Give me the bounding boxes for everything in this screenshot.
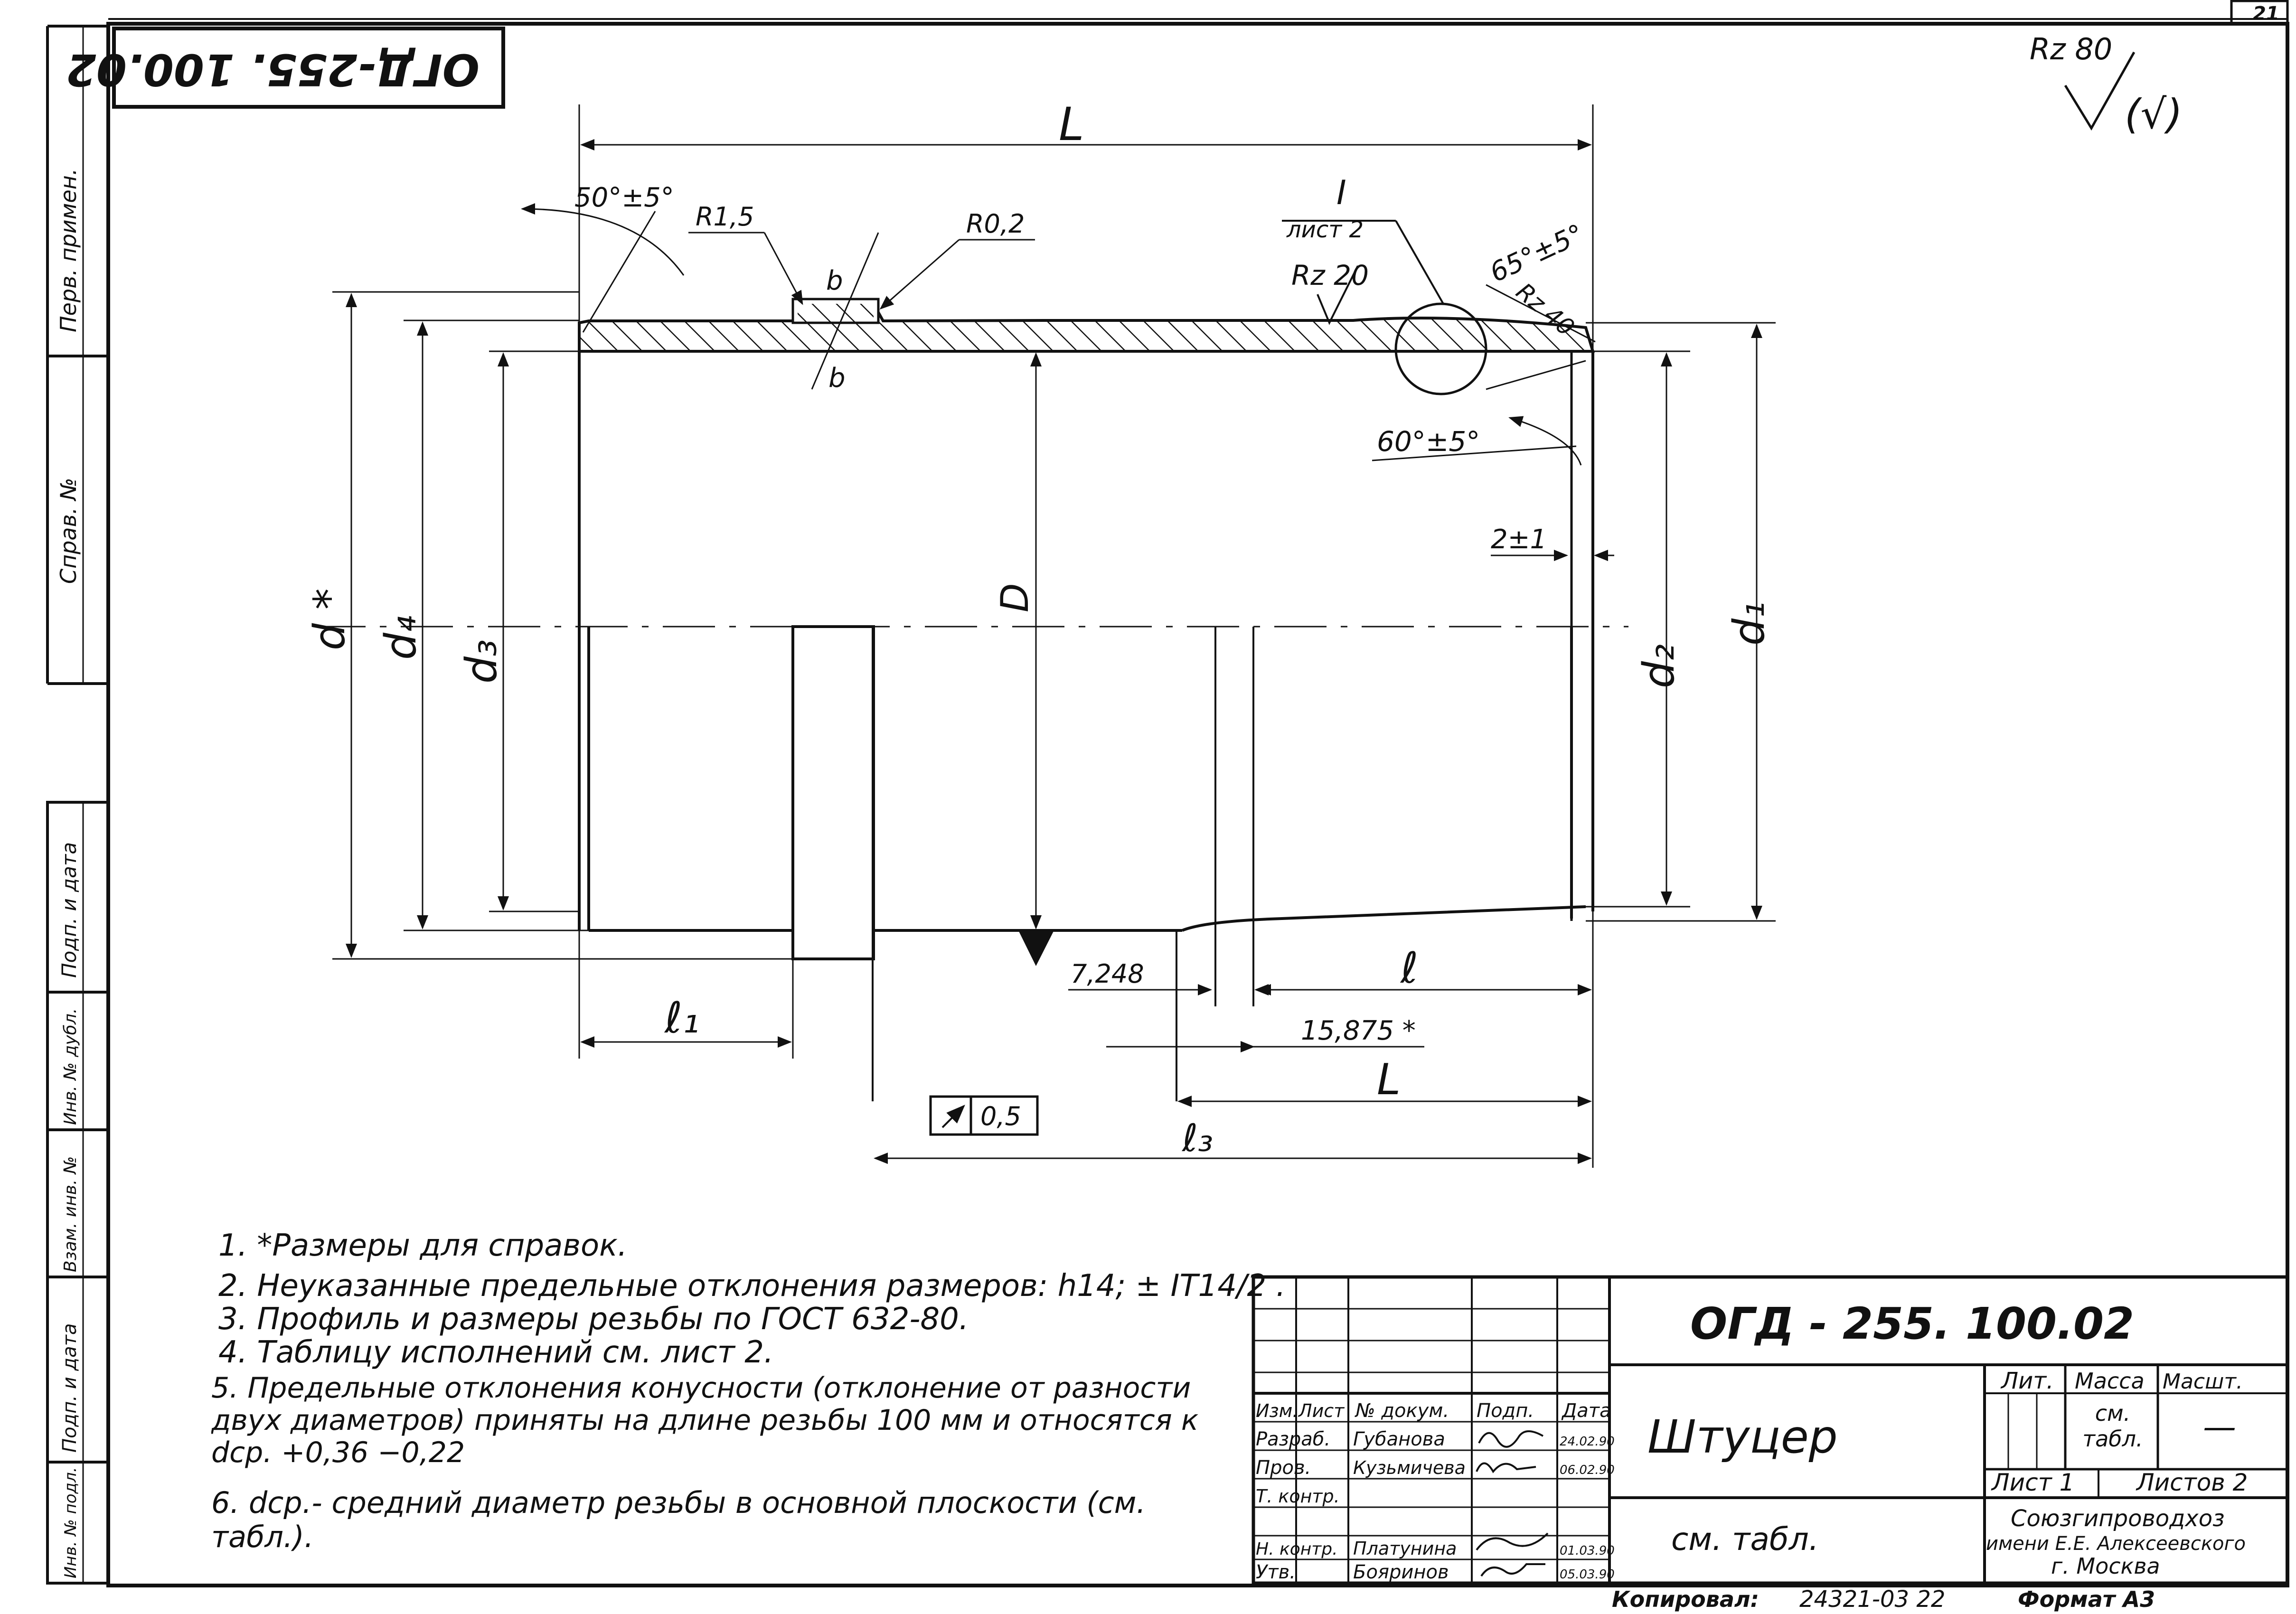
note-6: 6. dср.- средний диаметр резьбы в основн… bbox=[211, 1486, 1146, 1554]
date-prov: 06.02.90 bbox=[1560, 1463, 1615, 1477]
dim-7248: 7,248 bbox=[1071, 959, 1144, 989]
margin-label-sprav: Справ. № bbox=[56, 478, 81, 584]
hdr-sign: Подп. bbox=[1477, 1400, 1534, 1422]
dim-d-star: d * bbox=[305, 588, 355, 650]
runout-frame bbox=[929, 1095, 1039, 1136]
runout-value: 0,5 bbox=[980, 1101, 1021, 1131]
hdr-izm: Изм. bbox=[1256, 1400, 1298, 1421]
dim-L-total: L bbox=[1059, 98, 1084, 151]
dim-l: ℓ bbox=[1400, 943, 1418, 993]
tb-copied-value: 24321-03 22 bbox=[1799, 1586, 1945, 1613]
name-razrab: Губанова bbox=[1353, 1428, 1445, 1450]
tb-org-2: имени Е.Е. Алексеевского bbox=[1986, 1533, 2246, 1555]
role-razrab: Разраб. bbox=[1256, 1428, 1330, 1450]
tb-copied-label: Копировал: bbox=[1612, 1586, 1759, 1612]
margin-label-vzam: Взам. инв. № bbox=[61, 1156, 80, 1272]
margin-label-perv: Перв. примен. bbox=[56, 169, 81, 332]
dim-angle-lower: 60°±5° bbox=[1377, 425, 1480, 458]
notes: 1. *Размеры для справок. 2. Неуказанные … bbox=[211, 1228, 1286, 1554]
dim-d2: d₂ bbox=[1634, 644, 1684, 688]
left-margin: Перв. примен. Справ. № Подп. и дата Инв.… bbox=[46, 25, 110, 1585]
hdr-list: Лист bbox=[1298, 1400, 1345, 1421]
dim-d1: d₁ bbox=[1724, 601, 1774, 646]
roughness-general: Rz 80 (√) bbox=[2030, 32, 2183, 138]
tb-designation: ОГД - 255. 100.02 bbox=[1690, 1298, 2134, 1349]
tb-org-1: Союзгипроводхоз bbox=[2011, 1505, 2225, 1532]
wall-section bbox=[578, 302, 1595, 353]
page-number: 21 bbox=[2253, 3, 2279, 25]
margin-label-inv-dubl: Инв. № дубл. bbox=[61, 1008, 80, 1125]
dim-r15: R1,5 bbox=[696, 202, 754, 232]
role-prov: Пров. bbox=[1256, 1457, 1311, 1479]
note-1: 1. *Размеры для справок. bbox=[218, 1228, 627, 1263]
name-nkontr: Платунина bbox=[1353, 1538, 1457, 1559]
tb-name: Штуцер bbox=[1647, 1410, 1838, 1464]
tb-format: Формат А3 bbox=[2018, 1586, 2155, 1612]
dim-b-top: b bbox=[826, 265, 843, 296]
detail-circle bbox=[1394, 302, 1487, 395]
date-utv: 05.03.90 bbox=[1560, 1567, 1615, 1582]
margin-label-inv-podl: Инв. № подл. bbox=[61, 1467, 80, 1578]
role-utv: Утв. bbox=[1256, 1561, 1296, 1583]
dim-d3: d₃ bbox=[457, 639, 507, 684]
stamp-text: ОГД-255. 100.02 bbox=[66, 44, 480, 95]
roughness-outer: Rz 20 bbox=[1291, 259, 1369, 291]
part-drawing: I лист 2 L d * d₄ d₃ D d₂ d₁ bbox=[305, 98, 1776, 1168]
dim-l1: ℓ₁ bbox=[664, 993, 699, 1043]
dim-15875: 15,875 * bbox=[1301, 1015, 1416, 1046]
detail-mark: I bbox=[1336, 173, 1346, 212]
dim-r02: R0,2 bbox=[966, 209, 1025, 239]
tb-org-3: г. Москва bbox=[2051, 1553, 2160, 1579]
tb-material: см. табл. bbox=[1671, 1521, 1819, 1558]
note-4: 4. Таблицу исполнений см. лист 2. bbox=[218, 1335, 773, 1370]
tb-sheet: Лист 1 bbox=[1991, 1469, 2074, 1496]
tb-scale-value: — bbox=[2203, 1408, 2236, 1446]
hdr-doc: № докум. bbox=[1355, 1400, 1449, 1422]
dim-d4: d₄ bbox=[376, 616, 426, 660]
dim-l3: ℓ₃ bbox=[1181, 1116, 1213, 1160]
dim-D: D bbox=[993, 583, 1037, 612]
dim-L: L bbox=[1377, 1055, 1401, 1105]
tb-mass-value: см. табл. bbox=[2082, 1400, 2143, 1452]
tb-lit: Лит. bbox=[2000, 1368, 2054, 1394]
role-nkontr: Н. контр. bbox=[1256, 1539, 1338, 1559]
roughness-general-paren: (√) bbox=[2125, 91, 2183, 138]
note-2: 2. Неуказанные предельные отклонения раз… bbox=[218, 1268, 1286, 1304]
margin-label-podp2: Подп. и дата bbox=[59, 1323, 81, 1453]
signature-marks bbox=[1476, 1430, 1549, 1577]
name-utv: Бояринов bbox=[1353, 1561, 1449, 1583]
tb-scale: Масшт. bbox=[2163, 1370, 2243, 1394]
tb-sheets: Листов 2 bbox=[2136, 1469, 2248, 1496]
dim-angle-left: 50°±5° bbox=[574, 182, 674, 213]
hdr-date: Дата bbox=[1561, 1400, 1611, 1422]
name-prov: Кузьмичева bbox=[1353, 1457, 1466, 1478]
note-5: 5. Предельные отклонения конусности (отк… bbox=[211, 1372, 1199, 1469]
designation-stamp-rotated: ОГД-255. 100.02 bbox=[66, 27, 505, 109]
dim-2pm1: 2±1 bbox=[1491, 524, 1547, 555]
date-nkontr: 01.03.90 bbox=[1560, 1544, 1615, 1558]
date-razrab: 24.02.90 bbox=[1560, 1435, 1615, 1449]
note-3: 3. Профиль и размеры резьбы по ГОСТ 632-… bbox=[218, 1302, 969, 1337]
roughness-general-value: Rz 80 bbox=[2030, 32, 2112, 66]
role-tkontr: Т. контр. bbox=[1256, 1486, 1340, 1507]
detail-sheet: лист 2 bbox=[1286, 216, 1364, 243]
tb-mass: Масса bbox=[2075, 1368, 2145, 1394]
datum-triangle bbox=[1018, 930, 1054, 966]
margin-label-podp1: Подп. и дата bbox=[57, 842, 81, 978]
title-block: Изм. Лист № докум. Подп. Дата Разраб. Гу… bbox=[1252, 1275, 2289, 1613]
dim-angle-right: 65°±5° bbox=[1485, 218, 1589, 289]
dim-b-bottom: b bbox=[828, 363, 846, 394]
